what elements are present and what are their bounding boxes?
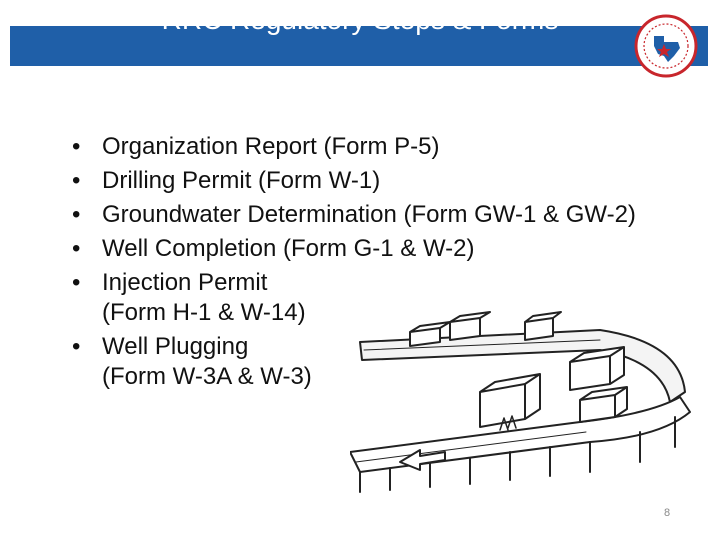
bullet-text: Organization Report (Form P-5) bbox=[102, 133, 440, 160]
texas-seal-icon bbox=[634, 14, 698, 78]
bullet-subtext: (Form W-3A & W-3) bbox=[102, 363, 312, 390]
list-item: • Well Plugging (Form W-3A & W-3) bbox=[72, 332, 636, 392]
bullet-text: Groundwater Determination (Form GW-1 & G… bbox=[102, 201, 636, 228]
bullet-subtext: (Form H-1 & W-14) bbox=[102, 299, 306, 326]
bullet-text: Injection Permit bbox=[102, 269, 268, 296]
bullet-marker: • bbox=[72, 235, 81, 262]
bullet-list: • Organization Report (Form P-5) • Drill… bbox=[72, 132, 636, 396]
list-item: • Injection Permit (Form H-1 & W-14) bbox=[72, 268, 636, 328]
page-number: 8 bbox=[664, 507, 671, 519]
list-item: • Groundwater Determination (Form GW-1 &… bbox=[72, 200, 636, 230]
conveyor-belt-boxes-icon bbox=[350, 311, 691, 493]
bullet-marker: • bbox=[72, 201, 81, 228]
bullet-text: Well Completion (Form G-1 & W-2) bbox=[102, 235, 475, 262]
list-item: • Well Completion (Form G-1 & W-2) bbox=[72, 234, 636, 264]
bullet-marker: • bbox=[72, 167, 81, 194]
bullet-text: Drilling Permit (Form W-1) bbox=[102, 167, 381, 194]
bullet-text: Well Plugging bbox=[102, 333, 249, 360]
bullet-marker: • bbox=[72, 333, 81, 360]
list-item: • Drilling Permit (Form W-1) bbox=[72, 166, 636, 196]
bullet-marker: • bbox=[72, 269, 81, 296]
list-item: • Organization Report (Form P-5) bbox=[72, 132, 636, 162]
title-bar bbox=[10, 26, 708, 66]
bullet-marker: • bbox=[72, 133, 81, 160]
slide-title: RRC Regulatory Steps & Forms bbox=[161, 4, 559, 35]
